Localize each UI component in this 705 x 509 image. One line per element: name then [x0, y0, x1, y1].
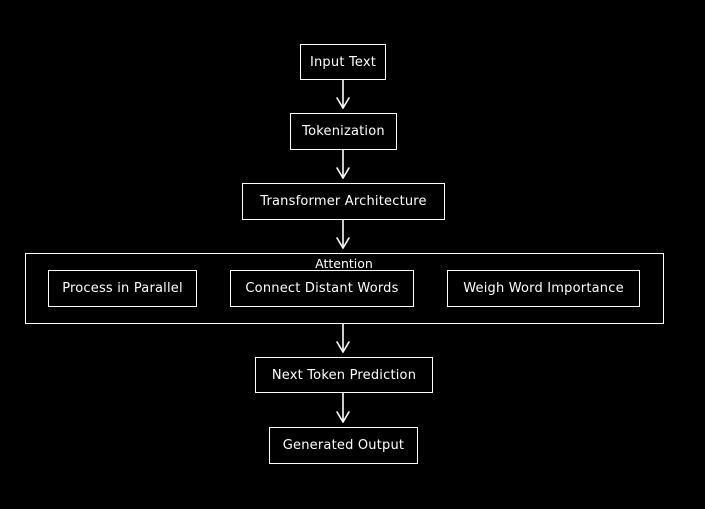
arrow-transformer-to-attention [336, 219, 350, 249]
node-transformer-architecture-label: Transformer Architecture [260, 194, 427, 209]
node-tokenization: Tokenization [290, 113, 397, 150]
arrow-attention-to-next-token [336, 323, 350, 353]
node-generated-output-label: Generated Output [282, 438, 405, 453]
arrow-tokenization-to-transformer [336, 149, 350, 179]
node-connect-distant-words: Connect Distant Words [230, 270, 414, 307]
node-process-in-parallel-label: Process in Parallel [62, 281, 183, 296]
attention-group [25, 253, 664, 324]
node-weigh-word-importance: Weigh Word Importance [447, 270, 640, 307]
arrow-input-to-tokenization [336, 79, 350, 109]
node-process-in-parallel: Process in Parallel [48, 270, 197, 307]
node-next-token-prediction-label: Next Token Prediction [271, 367, 417, 383]
node-input-text-label: Input Text [309, 54, 377, 70]
attention-group-label: Attention [315, 256, 373, 271]
arrow-next-token-to-output [336, 392, 350, 423]
node-weigh-word-importance-label: Weigh Word Importance [463, 281, 624, 296]
node-generated-output: Generated Output [269, 427, 418, 464]
node-transformer-architecture: Transformer Architecture [242, 183, 445, 220]
node-connect-distant-words-label: Connect Distant Words [245, 281, 399, 296]
node-input-text: Input Text [300, 44, 386, 80]
node-next-token-prediction: Next Token Prediction [255, 357, 433, 393]
node-tokenization-label: Tokenization [302, 124, 385, 139]
